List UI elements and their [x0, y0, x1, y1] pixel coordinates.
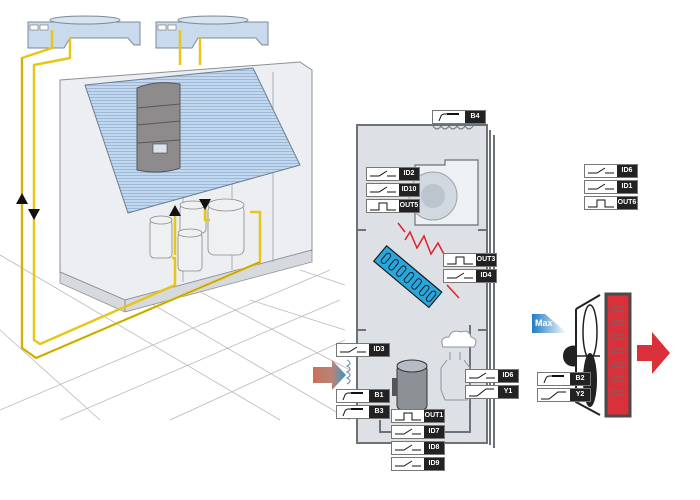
- pulse-icon: [447, 256, 473, 265]
- io-tag-analog-out: Y2: [537, 388, 591, 402]
- io-group-filter-top: B4: [432, 110, 486, 124]
- io-tag-switch: ID2: [366, 167, 420, 181]
- switch-icon: [370, 170, 396, 177]
- switch-icon: [370, 186, 396, 193]
- switch-icon: [447, 272, 473, 279]
- ramp-icon: [469, 388, 494, 397]
- io-tag-digital-out: OUT6: [584, 196, 638, 210]
- top-filter: [432, 125, 474, 130]
- io-group-humidifier: ID6 Y1: [465, 369, 519, 399]
- cooling-coil: [372, 244, 443, 309]
- switch-icon: [395, 444, 421, 451]
- remote-condenser-2: [155, 15, 269, 49]
- outlet-air-arrow: [637, 332, 670, 374]
- io-tag-probe: B2: [537, 372, 591, 386]
- io-tag-switch: ID10: [366, 183, 420, 197]
- io-tag-switch: ID6: [584, 164, 638, 178]
- ramp-icon: [541, 391, 566, 400]
- max-badge: [532, 314, 567, 333]
- io-group-compressor: OUT1 ID7 ID8 ID9: [391, 409, 445, 471]
- io-group-inlet-probes: B1 B3: [336, 389, 390, 419]
- io-tag-probe: B3: [336, 405, 390, 419]
- io-group-condenser-fan: B2 Y2: [537, 372, 591, 402]
- switch-icon: [395, 460, 421, 467]
- probe-icon: [342, 408, 363, 417]
- switch-icon: [469, 372, 495, 379]
- supply-fan-blower: [408, 159, 479, 226]
- compressor-cylinders: [149, 198, 245, 272]
- switch-icon: [395, 428, 421, 435]
- io-tag-switch: ID4: [443, 269, 497, 283]
- arrow-up-icon: [16, 193, 28, 204]
- pulse-icon: [370, 202, 396, 211]
- io-tag-digital-out: OUT1: [391, 409, 445, 423]
- switch-icon: [588, 183, 614, 190]
- io-tag-digital-out: OUT5: [366, 199, 420, 213]
- pulse-icon: [588, 199, 614, 208]
- io-tag-switch: ID6: [465, 369, 519, 383]
- switch-icon: [340, 346, 366, 353]
- io-tag-analog-out: Y1: [465, 385, 519, 399]
- controller-display: [136, 82, 181, 173]
- max-label: Max: [535, 318, 553, 328]
- arrow-up-icon: [169, 205, 181, 216]
- inlet-air-arrow: [313, 360, 346, 390]
- humidifier: [440, 330, 477, 401]
- probe-icon: [543, 375, 564, 384]
- io-tag-switch: ID9: [391, 457, 445, 471]
- inlet-filter: [345, 359, 351, 385]
- probe-icon: [342, 392, 363, 401]
- io-tag-probe: B1: [336, 389, 390, 403]
- arrow-down-icon: [28, 209, 40, 220]
- io-tag-probe: B4: [432, 110, 486, 124]
- condenser-coil: [604, 292, 632, 418]
- io-group-inlet-filter: ID3: [336, 343, 390, 357]
- arrow-down-icon: [199, 199, 211, 210]
- io-tag-switch: ID1: [584, 180, 638, 194]
- io-group-fan: ID2 ID10 OUT5: [366, 167, 420, 213]
- io-tag-switch: ID8: [391, 441, 445, 455]
- io-tag-switch: ID7: [391, 425, 445, 439]
- compressor: [392, 359, 428, 411]
- io-group-heater: OUT3 ID4: [443, 253, 497, 283]
- electric-heater: [397, 222, 460, 299]
- pulse-icon: [395, 412, 421, 421]
- flow-arrows: [16, 193, 211, 220]
- io-tag-digital-out: OUT3: [443, 253, 497, 267]
- io-tag-switch: ID3: [336, 343, 390, 357]
- io-group-remote: ID6 ID1 OUT6: [584, 164, 638, 210]
- probe-icon: [438, 113, 459, 122]
- switch-icon: [588, 167, 614, 174]
- remote-condenser-1: [27, 15, 141, 49]
